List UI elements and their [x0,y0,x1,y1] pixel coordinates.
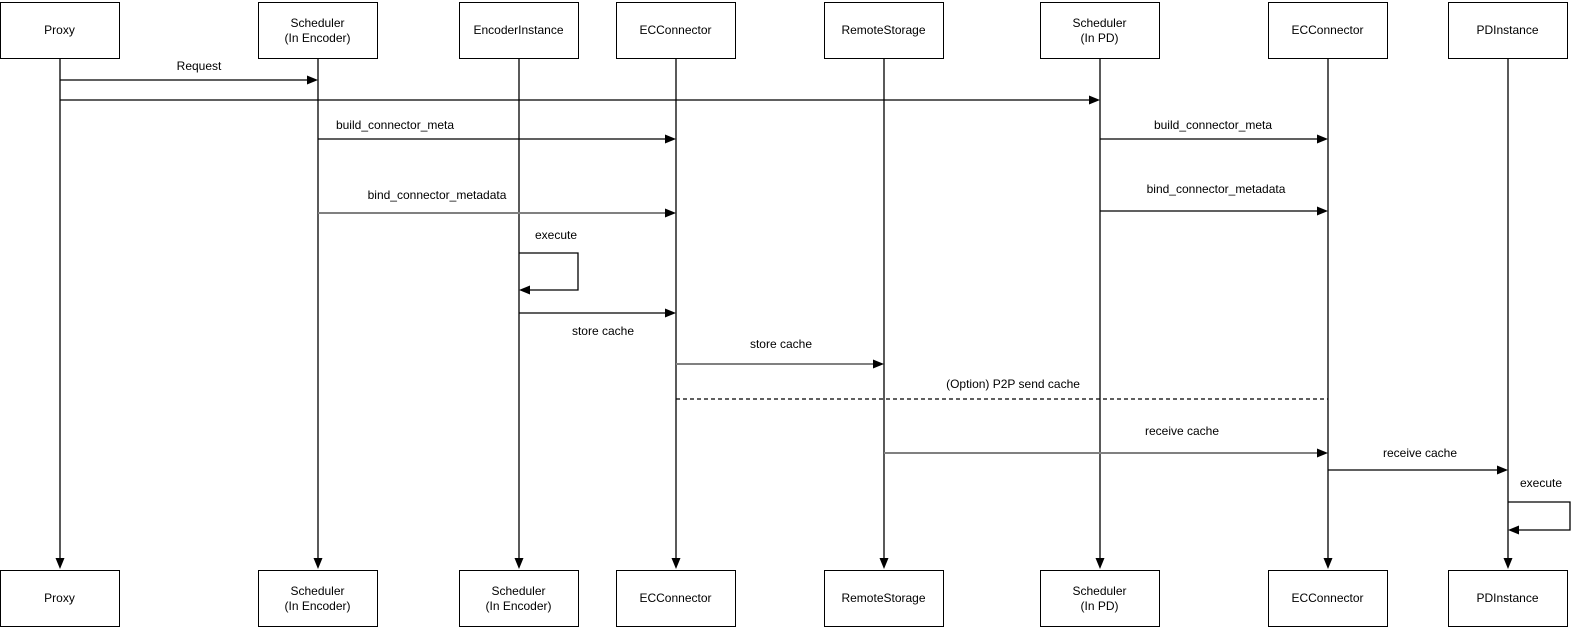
participant-label-pd-instance-top: PDInstance [1476,23,1539,37]
participant-label-ec-connector-2-bottom: ECConnector [1291,591,1364,605]
message-arrowhead-bind-connector-metadata-r [1317,206,1328,216]
participant-label-ec-connector-1-top: ECConnector [639,23,712,37]
message-arrowhead-proxy-to-pd [1089,95,1100,105]
participant-label-proxy-bottom: Proxy [44,591,75,605]
message-label-request: Request [176,59,222,73]
participant-box-scheduler-encoder-bottom: Scheduler (In Encoder) [257,570,378,627]
participant-label-encoder-instance-top: EncoderInstance [473,23,564,37]
message-arrowhead-encoder-to-ec [665,308,676,318]
participant-label-ec-connector-1-bottom: ECConnector [639,591,712,605]
participant-label-encoder-instance-bottom: Scheduler (In Encoder) [485,583,552,613]
self-message-loop-execute-pd [1508,501,1571,531]
participant-box-ec-connector-2-top: ECConnector [1267,2,1388,59]
lifeline-arrowhead-ec-connector-1 [671,558,681,569]
participant-label-pd-instance-bottom: PDInstance [1476,591,1539,605]
message-label-encoder-to-ec: store cache [571,324,635,338]
self-message-arrowhead-execute-pd [1508,525,1519,535]
self-message-label-execute-encoder: execute [534,228,578,242]
participant-box-ec-connector-1-bottom: ECConnector [615,570,736,627]
message-label-receive-cache-1: receive cache [1144,424,1220,438]
message-arrowhead-request [307,75,318,85]
participant-box-encoder-instance-bottom: Scheduler (In Encoder) [458,570,579,627]
participant-box-proxy-top: Proxy [0,2,120,59]
message-arrowhead-receive-cache-2 [1497,465,1508,475]
participant-box-ec-connector-1-top: ECConnector [615,2,736,59]
message-label-bind-connector-metadata-r: bind_connector_metadata [1146,182,1286,196]
participant-box-scheduler-encoder-top: Scheduler (In Encoder) [257,2,378,59]
participant-label-scheduler-pd-top: Scheduler (In PD) [1072,15,1127,45]
lifeline-arrowhead-pd-instance [1503,558,1513,569]
participant-box-ec-connector-2-bottom: ECConnector [1267,570,1388,627]
message-arrowhead-build-connector-meta-l [665,134,676,144]
message-label-p2p-send-cache: (Option) P2P send cache [946,377,1080,391]
self-message-label-execute-pd: execute [1519,476,1563,490]
message-label-build-connector-meta-r: build_connector_meta [1153,118,1273,132]
participant-label-proxy-top: Proxy [44,23,75,37]
participant-label-remote-storage-bottom: RemoteStorage [841,591,926,605]
lifeline-arrowhead-encoder-instance [514,558,524,569]
message-arrowhead-bind-connector-metadata-l [665,208,676,218]
participant-box-scheduler-pd-top: Scheduler (In PD) [1039,2,1160,59]
participant-label-scheduler-encoder-top: Scheduler (In Encoder) [284,15,351,45]
message-arrowhead-build-connector-meta-r [1317,134,1328,144]
participant-box-proxy-bottom: Proxy [0,570,120,627]
message-arrowhead-store-cache-remote [873,359,884,369]
self-message-loop-execute-encoder [519,252,579,291]
message-arrowhead-receive-cache-1 [1317,448,1328,458]
message-label-receive-cache-2: receive cache [1382,446,1458,460]
participant-box-remote-storage-bottom: RemoteStorage [823,570,944,627]
lifeline-arrowhead-remote-storage [879,558,889,569]
participant-box-pd-instance-top: PDInstance [1447,2,1568,59]
participant-label-scheduler-encoder-bottom: Scheduler (In Encoder) [284,583,351,613]
participant-label-ec-connector-2-top: ECConnector [1291,23,1364,37]
self-message-arrowhead-execute-encoder [519,285,530,295]
message-label-store-cache-remote: store cache [749,337,813,351]
lifeline-arrowhead-ec-connector-2 [1323,558,1333,569]
lifeline-arrowhead-scheduler-encoder [313,558,323,569]
lifeline-arrowhead-proxy [55,558,65,569]
participant-label-scheduler-pd-bottom: Scheduler (In PD) [1072,583,1127,613]
message-label-build-connector-meta-l: build_connector_meta [335,118,455,132]
participant-label-remote-storage-top: RemoteStorage [841,23,926,37]
participant-box-remote-storage-top: RemoteStorage [823,2,944,59]
message-label-bind-connector-metadata-l: bind_connector_metadata [367,188,507,202]
participant-box-pd-instance-bottom: PDInstance [1447,570,1568,627]
participant-box-encoder-instance-top: EncoderInstance [458,2,579,59]
lifeline-arrowhead-scheduler-pd [1095,558,1105,569]
participant-box-scheduler-pd-bottom: Scheduler (In PD) [1039,570,1160,627]
